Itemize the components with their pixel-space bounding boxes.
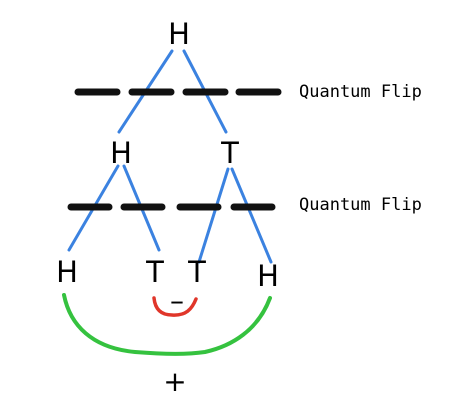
quantum-flip-label-1: Quantum Flip <box>299 82 422 102</box>
level2-node-2: T <box>145 255 164 289</box>
level2-node-3: T <box>187 255 206 289</box>
plus-sign: + <box>163 365 186 398</box>
root-node: H <box>168 17 190 51</box>
cancel-curve <box>152 296 198 317</box>
level1-right-node: T <box>220 136 239 170</box>
sum-curve <box>62 293 272 356</box>
minus-sign: – <box>170 284 184 317</box>
level2-node-1: H <box>56 255 78 289</box>
level1-left-node: H <box>110 136 132 170</box>
edge-t-left <box>197 167 230 264</box>
level2-node-4: H <box>257 259 279 293</box>
quantum-flip-label-2: Quantum Flip <box>299 195 422 215</box>
edge-t-right <box>230 167 273 264</box>
